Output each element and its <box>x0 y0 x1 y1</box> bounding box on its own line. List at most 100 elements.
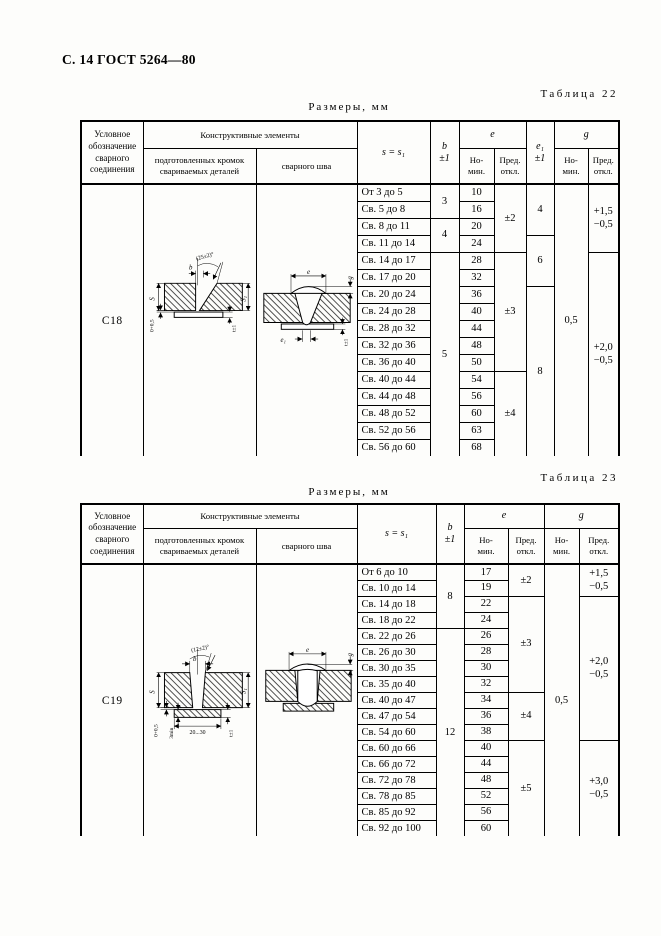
table-row: Св. 48 до 52 60 <box>81 404 619 423</box>
col-s: s = s₁ <box>356 503 437 565</box>
g_dev-cell: +2,0 −0,5 <box>587 251 620 456</box>
e-nominal-cell: 44 <box>458 319 495 338</box>
e_dev-cell: ±5 <box>507 739 545 836</box>
col-g-deviation: Пред. откл. <box>587 147 620 185</box>
s-range-cell: Св. 24 до 28 <box>356 302 431 321</box>
joint-code: С18 <box>80 183 144 456</box>
e-nominal-cell: 36 <box>458 285 495 304</box>
s-range-cell: Св. 26 до 30 <box>356 643 437 661</box>
s-range-cell: Св. 35 до 40 <box>356 675 437 693</box>
e_dev-cell: ±4 <box>493 370 527 456</box>
s-range-cell: От 3 до 5 <box>356 183 431 202</box>
col-s: s = s₁ <box>356 120 431 185</box>
backing-strip <box>173 311 223 318</box>
e_dev-cell: ±3 <box>507 595 545 693</box>
col-e-deviation: Пред. откл. <box>507 527 545 565</box>
table-row: Св. 36 до 40 50 <box>81 353 619 372</box>
g_dev-cell: +1,5 −0,5 <box>578 563 620 597</box>
dim-label-angle: (25±2)° <box>195 251 215 263</box>
s-range-cell: Св. 17 до 20 <box>356 268 431 287</box>
s-range-cell: Св. 85 до 92 <box>356 803 437 821</box>
b-cell: 4 <box>429 217 460 253</box>
e-nominal-cell: 16 <box>458 200 495 219</box>
table-row: Св. 26 до 30 28 <box>81 643 619 661</box>
c19-prep-diagram: (12±2)° b S S₁ 0+0,5 3min 20...30 t±1 <box>149 643 251 739</box>
e-nominal-cell: 34 <box>463 691 509 709</box>
col-designation: Условное обозначение сварного соединения <box>80 503 144 565</box>
weld-bead-body <box>296 668 318 707</box>
col-g: g <box>553 120 620 149</box>
e-nominal-cell: 40 <box>458 302 495 321</box>
e-nominal-cell: 56 <box>458 387 495 406</box>
right-plate <box>309 292 351 324</box>
left-plate <box>163 282 196 312</box>
s-range-cell: Св. 48 до 52 <box>356 404 431 423</box>
col-weld: сварного шва <box>255 147 358 185</box>
s-range-cell: Св. 32 до 36 <box>356 336 431 355</box>
e-nominal-cell: 28 <box>463 643 509 661</box>
e-nominal-cell: 56 <box>463 803 509 821</box>
table-row: Св. 85 до 92 56 <box>81 803 619 821</box>
dim-label-t: t±1 <box>343 338 349 345</box>
dim-label-g: g <box>347 653 354 657</box>
e_dev-cell: ±4 <box>507 691 545 741</box>
b-cell: 5 <box>429 251 460 456</box>
diagram-prep-cell: (12±2)° b S S₁ 0+0,5 3min 20...30 t±1 <box>142 563 257 836</box>
e-nominal-cell: 10 <box>458 183 495 202</box>
e-nominal-cell: 38 <box>463 723 509 741</box>
col-designation: Условное обозначение сварного соединения <box>80 120 144 185</box>
table-row: Св. 32 до 36 48 <box>81 336 619 355</box>
e-nominal-cell: 32 <box>463 675 509 693</box>
dim-label-g: g <box>347 276 354 280</box>
e-nominal-cell: 50 <box>458 353 495 372</box>
s-range-cell: Св. 92 до 100 <box>356 819 437 836</box>
s-range-cell: От 6 до 10 <box>356 563 437 581</box>
s-range-cell: Св. 22 до 26 <box>356 627 437 645</box>
e-nominal-cell: 36 <box>463 707 509 725</box>
table-row: Св. 17 до 20 32 <box>81 268 619 287</box>
diagram-weld-cell: e g <box>255 563 358 836</box>
s-range-cell: Св. 36 до 40 <box>356 353 431 372</box>
e-nominal-cell: 17 <box>463 563 509 581</box>
e-nominal-cell: 48 <box>458 336 495 355</box>
e-nominal-cell: 52 <box>463 787 509 805</box>
e-nominal-cell: 60 <box>458 404 495 423</box>
dim-label-b: b <box>192 656 196 663</box>
e-nominal-cell: 44 <box>463 755 509 773</box>
weld-bead-cap <box>286 663 328 671</box>
dim-label-s1: S₁ <box>240 688 247 694</box>
e-nominal-cell: 22 <box>463 595 509 613</box>
e-nominal-cell: 32 <box>458 268 495 287</box>
right-plate <box>201 672 243 709</box>
table-23: Условное обозначение сварного соединения… <box>80 503 621 836</box>
e1-cell: 8 <box>525 285 555 456</box>
table-22: Условное обозначение сварного соединения… <box>80 120 621 456</box>
e_dev-cell: ±2 <box>507 563 545 597</box>
e-nominal-cell: 28 <box>458 251 495 270</box>
b-cell: 12 <box>435 627 465 836</box>
e-nominal-cell: 24 <box>458 234 495 253</box>
dim-label-e1: e₁ <box>280 337 285 344</box>
table22-caption: Таблица 22 <box>540 88 618 100</box>
col-constructive: Конструктивные элементы <box>142 120 358 149</box>
dim-label-strip-width: 20...30 <box>189 730 205 736</box>
table23-caption: Таблица 23 <box>540 472 618 484</box>
e-nominal-cell: 68 <box>458 438 495 456</box>
e_dev-cell: ±2 <box>493 183 527 253</box>
dim-label-s: S <box>149 297 156 301</box>
table22-units-label: Размеры, мм <box>308 101 390 113</box>
s-range-cell: Св. 54 до 60 <box>356 723 437 741</box>
s-range-cell: Св. 8 до 11 <box>356 217 431 236</box>
dim-label-angle: (12±2)° <box>190 643 210 654</box>
dim-label-b: b <box>189 265 193 272</box>
e-nominal-cell: 20 <box>458 217 495 236</box>
left-plate <box>163 672 193 709</box>
